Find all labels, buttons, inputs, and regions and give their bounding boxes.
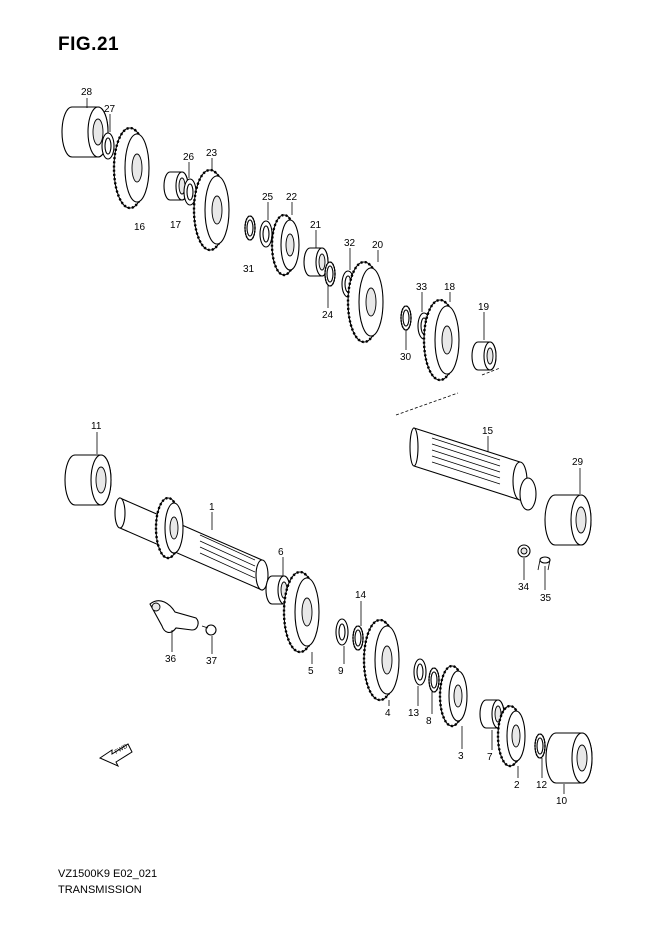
circlip-24 bbox=[324, 261, 336, 287]
label-11: 11 bbox=[91, 421, 102, 432]
countershaft-group bbox=[61, 106, 497, 382]
label-34: 34 bbox=[518, 582, 530, 593]
circlip-31 bbox=[244, 215, 256, 241]
washer-9 bbox=[335, 618, 349, 646]
label-8: 8 bbox=[426, 716, 432, 727]
gear-18 bbox=[422, 298, 461, 382]
diagram-caption: TRANSMISSION bbox=[58, 884, 142, 896]
washer-27 bbox=[101, 132, 115, 160]
label-26: 26 bbox=[183, 152, 195, 163]
circlip-30 bbox=[400, 305, 412, 331]
label-14: 14 bbox=[355, 590, 367, 601]
label-16: 16 bbox=[134, 222, 146, 233]
bush-21 bbox=[303, 247, 329, 277]
label-18: 18 bbox=[444, 282, 456, 293]
label-31: 31 bbox=[243, 264, 255, 275]
bracket-36 bbox=[149, 600, 199, 634]
diagram-code: VZ1500K9 E02_021 bbox=[58, 868, 158, 880]
gear-20 bbox=[346, 260, 385, 344]
bush-19 bbox=[471, 341, 497, 371]
shaft-1 bbox=[114, 496, 269, 591]
label-21: 21 bbox=[310, 220, 322, 231]
label-13: 13 bbox=[408, 708, 420, 719]
shaft-15 bbox=[409, 427, 537, 511]
screw-35 bbox=[537, 556, 551, 571]
bearing-29 bbox=[544, 494, 592, 546]
fwd-arrow-icon: FWD bbox=[98, 743, 133, 768]
label-32: 32 bbox=[344, 238, 356, 249]
label-9: 9 bbox=[338, 666, 344, 677]
label-36: 36 bbox=[165, 654, 177, 665]
circlip-14 bbox=[352, 625, 364, 651]
label-1: 1 bbox=[209, 502, 215, 513]
gear-2 bbox=[496, 704, 527, 768]
washer-13 bbox=[413, 658, 427, 686]
label-22: 22 bbox=[286, 192, 298, 203]
label-29: 29 bbox=[572, 457, 584, 468]
circlip-8 bbox=[428, 667, 440, 693]
label-35: 35 bbox=[540, 593, 552, 604]
label-23: 23 bbox=[206, 148, 218, 159]
label-24: 24 bbox=[322, 310, 334, 321]
bearing-10 bbox=[545, 732, 593, 784]
gear-5 bbox=[282, 570, 321, 654]
label-2: 2 bbox=[514, 780, 520, 791]
label-6: 6 bbox=[278, 547, 284, 558]
washer-25 bbox=[259, 220, 273, 248]
gear-22 bbox=[270, 213, 301, 277]
label-27: 27 bbox=[104, 104, 116, 115]
label-30: 30 bbox=[400, 352, 412, 363]
figure-title: FIG.21 bbox=[58, 34, 120, 55]
label-37: 37 bbox=[206, 656, 218, 667]
label-4: 4 bbox=[385, 708, 391, 719]
label-25: 25 bbox=[262, 192, 274, 203]
gear-23 bbox=[192, 168, 231, 252]
label-20: 20 bbox=[372, 240, 384, 251]
bearing-28 bbox=[61, 106, 109, 158]
bolt-37 bbox=[201, 624, 217, 636]
nut-34 bbox=[517, 544, 531, 558]
label-17: 17 bbox=[170, 220, 182, 231]
label-7: 7 bbox=[487, 752, 493, 763]
label-3: 3 bbox=[458, 751, 464, 762]
label-28: 28 bbox=[81, 87, 93, 98]
callouts: 28 27 16 17 26 23 25 22 31 21 24 32 20 3… bbox=[81, 87, 584, 807]
gear-16 bbox=[112, 126, 151, 210]
label-10: 10 bbox=[556, 796, 568, 807]
label-19: 19 bbox=[478, 302, 490, 313]
circlip-12 bbox=[534, 733, 546, 759]
gear-4 bbox=[362, 618, 401, 702]
label-15: 15 bbox=[482, 426, 494, 437]
gear-3 bbox=[438, 664, 469, 728]
label-5: 5 bbox=[308, 666, 314, 677]
label-33: 33 bbox=[416, 282, 428, 293]
label-12: 12 bbox=[536, 780, 548, 791]
bearing-11 bbox=[64, 454, 112, 506]
